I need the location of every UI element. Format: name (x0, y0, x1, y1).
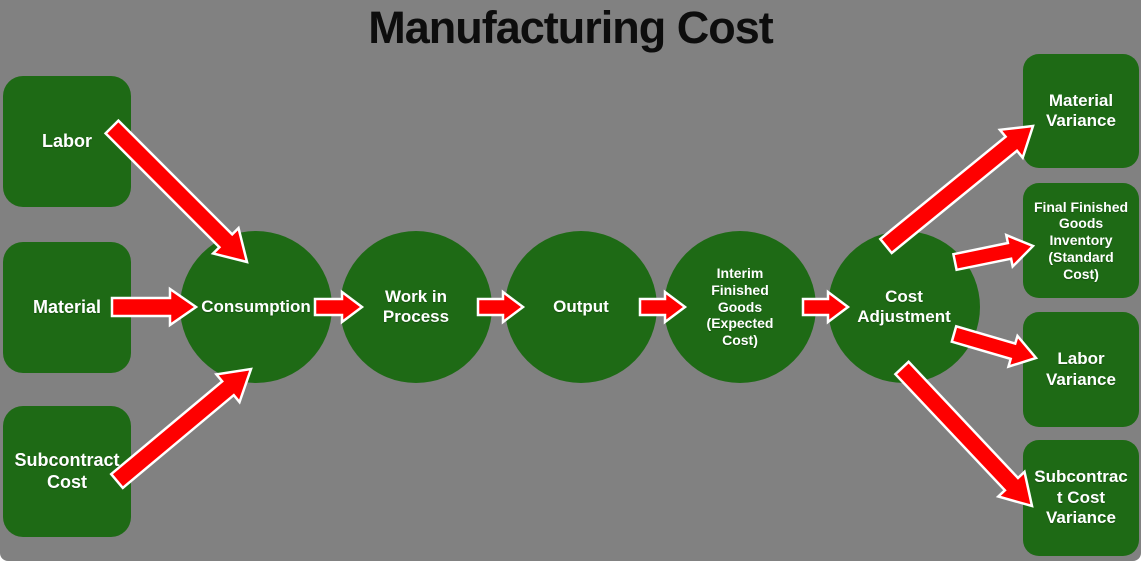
output-box-subcontract-cost-variance: Subcontrac t Cost Variance (1023, 440, 1139, 556)
process-label-cost-adjustment: Cost Adjustment (857, 286, 951, 326)
arrow-subcontract-cost-to-consumption (109, 367, 253, 490)
output-label-final-finished-goods-inventory: Final Finished Goods Inventory (Standard… (1033, 198, 1129, 282)
input-label-material: Material (32, 296, 102, 317)
process-circle-interim-finished-goods: Interim Finished Goods (Expected Cost) (664, 231, 816, 383)
input-label-labor: Labor (41, 130, 92, 151)
output-box-material-variance: Material Variance (1023, 54, 1139, 168)
process-circle-consumption: Consumption (180, 231, 332, 383)
process-label-interim-finished-goods: Interim Finished Goods (Expected Cost) (706, 265, 774, 349)
output-label-subcontract-cost-variance: Subcontrac t Cost Variance (1034, 467, 1128, 528)
output-label-labor-variance: Labor Variance (1046, 349, 1116, 389)
arrow-cost-adjustment-to-subcontract-cost-variance (893, 360, 1034, 508)
input-box-subcontract-cost: Subcontract Cost (3, 406, 131, 537)
input-label-subcontract-cost: Subcontract Cost (14, 449, 120, 492)
process-label-output: Output (553, 296, 609, 316)
output-label-material-variance: Material Variance (1046, 90, 1116, 130)
output-box-labor-variance: Labor Variance (1023, 312, 1139, 427)
process-circle-output: Output (505, 231, 657, 383)
process-label-consumption: Consumption (201, 296, 311, 316)
diagram-title: Manufacturing Cost (368, 2, 774, 53)
process-label-work-in-process: Work in Process (382, 286, 450, 326)
input-box-material: Material (3, 242, 131, 373)
process-circle-cost-adjustment: Cost Adjustment (828, 231, 980, 383)
input-box-labor: Labor (3, 76, 131, 207)
output-box-final-finished-goods-inventory: Final Finished Goods Inventory (Standard… (1023, 183, 1139, 298)
process-circle-work-in-process: Work in Process (340, 231, 492, 383)
